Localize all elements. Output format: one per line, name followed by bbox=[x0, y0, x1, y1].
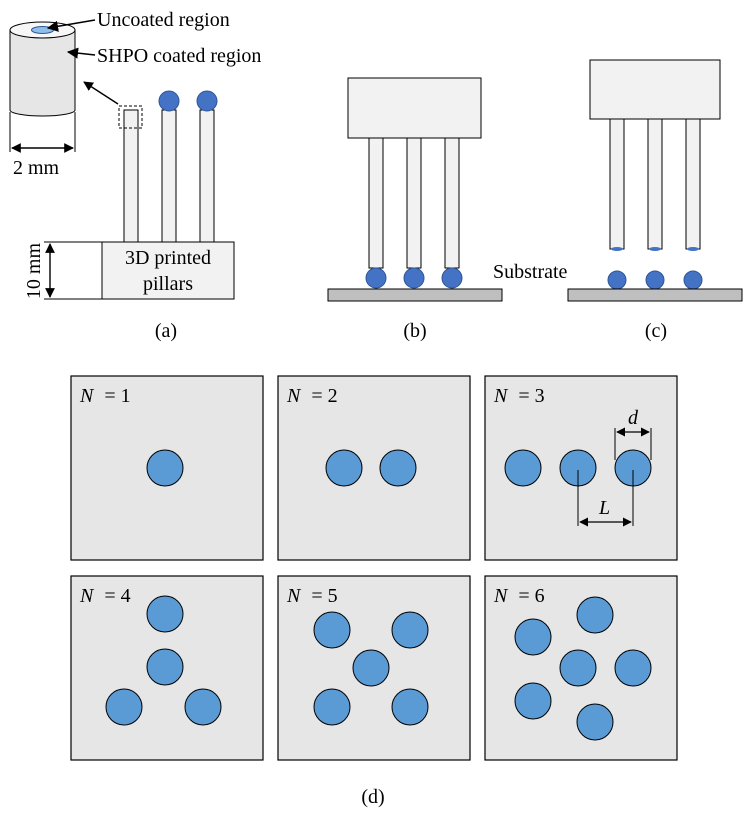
drop-c-1 bbox=[607, 270, 627, 290]
substrate-label: Substrate bbox=[493, 261, 568, 283]
panel-b: (b) bbox=[327, 77, 503, 342]
holder-block-c bbox=[589, 59, 721, 120]
case-n2-prefix: N bbox=[286, 385, 302, 407]
case-n5-value: = 5 bbox=[311, 585, 337, 607]
drop bbox=[325, 449, 363, 487]
panel-c: Substrate (c) bbox=[493, 59, 743, 342]
pillar-tip-cylinder bbox=[9, 21, 76, 117]
case-n5: N = 5 bbox=[277, 575, 471, 761]
drop bbox=[614, 649, 652, 687]
drop bbox=[379, 449, 417, 487]
substrate-c bbox=[567, 288, 743, 302]
pillar-c-1 bbox=[609, 118, 625, 250]
case-n1-prefix: N bbox=[79, 385, 95, 407]
caption-a: (a) bbox=[155, 320, 177, 342]
case-n5-title: N = 5 bbox=[286, 585, 338, 607]
case-n3-prefix: N bbox=[493, 385, 509, 407]
pillar-c-3 bbox=[685, 118, 701, 250]
drop-b-1 bbox=[365, 267, 387, 289]
pillar-b-2 bbox=[406, 137, 422, 269]
case-n4-prefix: N bbox=[79, 585, 95, 607]
coated-arrow bbox=[66, 47, 96, 59]
zoom-arrow bbox=[83, 81, 119, 105]
case-n2-box bbox=[277, 375, 471, 561]
substrate-b bbox=[327, 288, 503, 302]
pillar-c-2 bbox=[647, 118, 663, 250]
residue-c-2 bbox=[649, 247, 661, 251]
caption-c: (c) bbox=[645, 320, 667, 342]
case-n2: N = 2 bbox=[277, 375, 471, 561]
drop bbox=[352, 649, 390, 687]
residue-c-1 bbox=[611, 247, 623, 251]
caption-b: (b) bbox=[403, 320, 426, 342]
panel-a: Uncoated region SHPO coated region 2 mm … bbox=[9, 9, 261, 342]
case-n6-title: N = 6 bbox=[493, 585, 545, 607]
cylinder-body bbox=[9, 29, 76, 111]
drop bbox=[146, 449, 184, 487]
height-label: 10 mm bbox=[23, 243, 45, 300]
pillar-base bbox=[101, 241, 235, 300]
case-n2-value: = 2 bbox=[311, 385, 337, 407]
case-n1-value: = 1 bbox=[104, 385, 130, 407]
base-label-line1: 3D printed bbox=[125, 247, 211, 269]
holder-block-b bbox=[347, 77, 482, 139]
pillar-b-3 bbox=[444, 137, 460, 269]
pillar-1 bbox=[123, 109, 139, 243]
residue-c-3 bbox=[687, 247, 699, 251]
drop-b-2 bbox=[403, 267, 425, 289]
drop-c-2 bbox=[645, 270, 665, 290]
drop bbox=[184, 688, 222, 726]
d-label: d bbox=[628, 407, 639, 429]
drop-on-pillar-3 bbox=[196, 90, 218, 112]
drop bbox=[313, 611, 351, 649]
panel-d: N = 1 N = 2 N = 3 bbox=[70, 375, 678, 808]
case-n6: N = 6 bbox=[484, 575, 678, 761]
case-n6-value: = 6 bbox=[518, 585, 544, 607]
zoom-box bbox=[118, 105, 143, 129]
L-label: L bbox=[598, 497, 610, 519]
case-n3-value: = 3 bbox=[518, 385, 544, 407]
case-n5-prefix: N bbox=[286, 585, 302, 607]
case-n6-prefix: N bbox=[493, 585, 509, 607]
uncoated-arrow bbox=[46, 19, 96, 32]
drop bbox=[146, 595, 184, 633]
drop bbox=[391, 611, 429, 649]
case-n3: N = 3 d L bbox=[484, 375, 678, 561]
case-n4-value: = 4 bbox=[104, 585, 130, 607]
drop bbox=[514, 682, 552, 720]
drop-on-pillar-2 bbox=[158, 90, 180, 112]
case-n1: N = 1 bbox=[70, 375, 264, 561]
drop bbox=[504, 449, 542, 487]
case-n4: N = 4 bbox=[70, 575, 264, 761]
case-n2-title: N = 2 bbox=[286, 385, 338, 407]
coated-label: SHPO coated region bbox=[97, 45, 261, 67]
drop bbox=[313, 688, 351, 726]
drop bbox=[514, 618, 552, 656]
uncoated-label: Uncoated region bbox=[97, 9, 230, 31]
drop bbox=[559, 649, 597, 687]
drop bbox=[576, 703, 614, 741]
drop bbox=[391, 688, 429, 726]
base-label-line2: pillars bbox=[143, 273, 193, 295]
drop bbox=[105, 688, 143, 726]
drop bbox=[146, 648, 184, 686]
pillar-b-1 bbox=[368, 137, 384, 269]
case-n4-title: N = 4 bbox=[79, 585, 131, 607]
drop bbox=[576, 596, 614, 634]
pillar-2 bbox=[161, 109, 177, 243]
case-n3-title: N = 3 bbox=[493, 385, 545, 407]
case-n1-title: N = 1 bbox=[79, 385, 131, 407]
drop-c-3 bbox=[683, 270, 703, 290]
drop-b-3 bbox=[441, 267, 463, 289]
caption-d: (d) bbox=[361, 786, 384, 808]
diameter-label: 2 mm bbox=[13, 157, 60, 179]
pillar-3 bbox=[199, 109, 215, 243]
